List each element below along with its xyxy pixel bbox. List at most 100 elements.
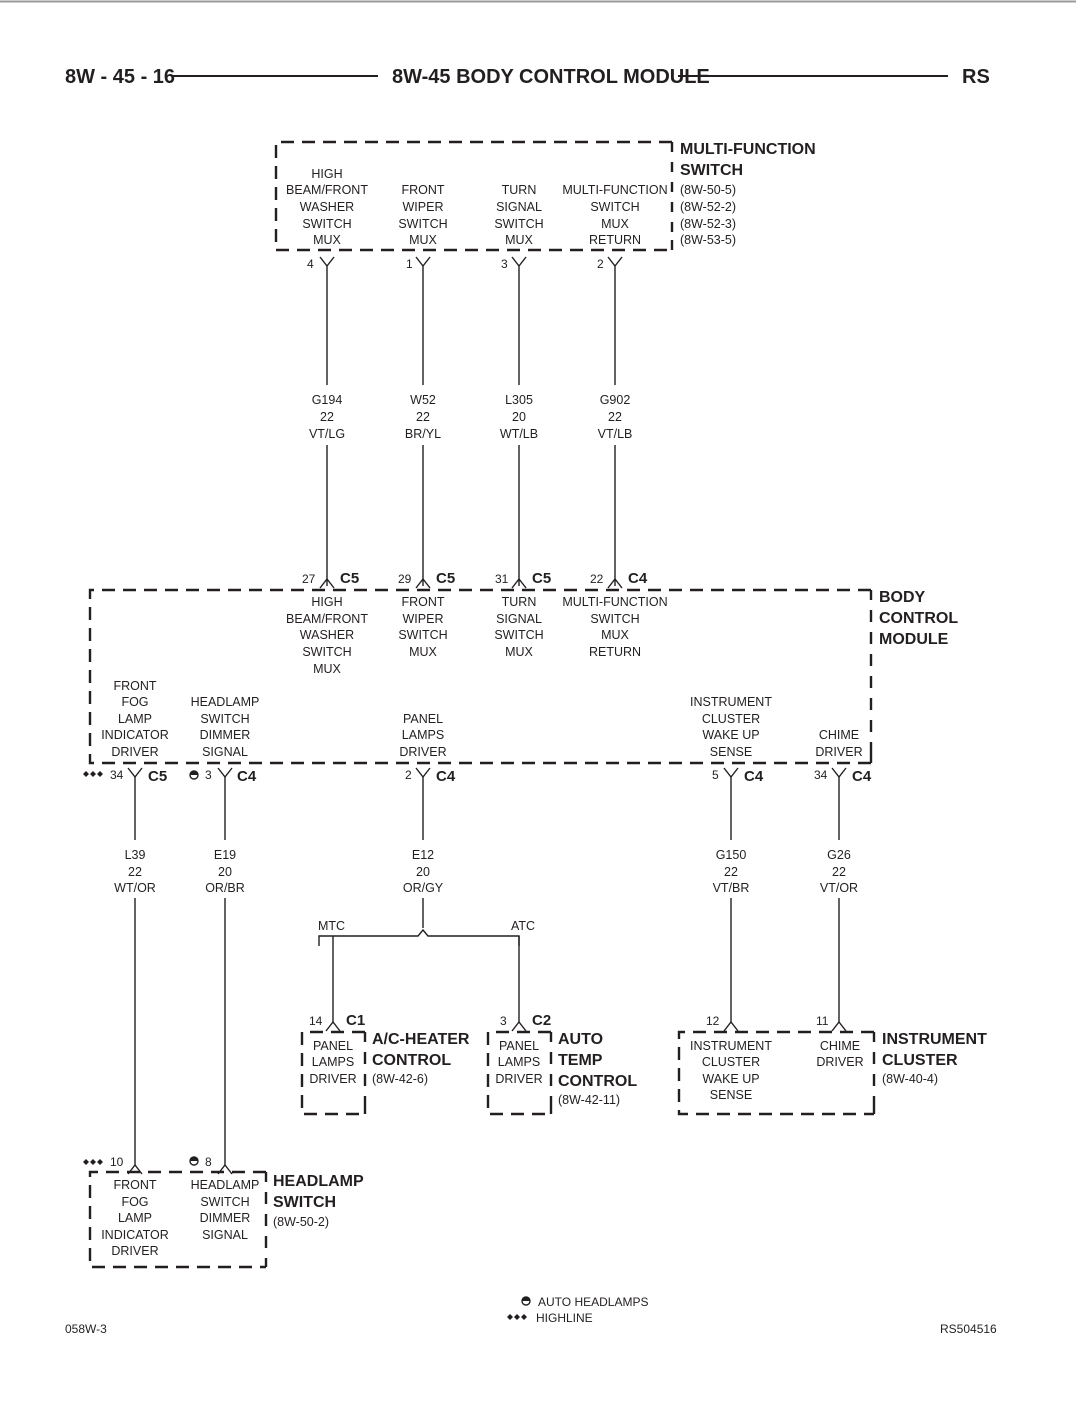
- splice-label-mtc: MTC: [318, 919, 345, 933]
- ic-func-11-1: CHIME: [820, 1039, 860, 1053]
- wire-g26-circuit: G26: [827, 848, 851, 862]
- bcm-top-pin-29: 29: [398, 572, 412, 586]
- bcm-bot-func-ic-4: SENSE: [710, 745, 752, 759]
- ic-pin-12: 12: [706, 1014, 720, 1028]
- wire-g902-circuit: G902: [600, 393, 631, 407]
- bcm-name-line-2: CONTROL: [879, 610, 958, 627]
- hs-name-line-1: HEADLAMP: [273, 1173, 364, 1190]
- bcm-bot-func-ic-3: WAKE UP: [702, 728, 759, 742]
- wire-g150-gauge: 22: [724, 865, 738, 879]
- bcm-top-func-27-1: HIGH: [311, 595, 342, 609]
- splice-label-atc: ATC: [511, 919, 535, 933]
- atc-name-line-3: CONTROL: [558, 1073, 637, 1090]
- bcm-bot-func-chime-1: CHIME: [819, 728, 859, 742]
- hs-func-10-1: FRONT: [113, 1178, 156, 1192]
- bcm-bot-func-panel-2: LAMPS: [402, 728, 444, 742]
- upper-wires: G194 22 VT/LG W52 22 BR/YL L305 20 WT/LB…: [309, 256, 632, 586]
- bcm-top-func-22-1: MULTI-FUNCTION: [562, 595, 667, 609]
- bcm-top-conn-c5-b: C5: [436, 570, 455, 587]
- mfs-pin4-func-1: HIGH: [311, 167, 342, 181]
- bcm-top-func-31-4: MUX: [505, 645, 533, 659]
- mfs-pin2-func-2: SWITCH: [590, 200, 639, 214]
- bcm-top-func-29-3: SWITCH: [398, 628, 447, 642]
- bcm-bot-conn-c4-d: C4: [852, 768, 872, 785]
- wire-g194-color: VT/LG: [309, 427, 345, 441]
- wire-l39-color: WT/OR: [114, 881, 156, 895]
- bcm-bot-func-fog-1: FRONT: [113, 679, 156, 693]
- bcm-top-conn-c4: C4: [628, 570, 648, 587]
- wire-g902-gauge: 22: [608, 410, 622, 424]
- ach-func-3: DRIVER: [309, 1072, 356, 1086]
- wire-e12-gauge: 20: [416, 865, 430, 879]
- mfs-pin3-func-4: MUX: [505, 233, 533, 247]
- bcm-bot-pin-2: 2: [405, 768, 412, 782]
- bcm-top-func-27-5: MUX: [313, 662, 341, 676]
- bcm-top-func-27-2: BEAM/FRONT: [286, 612, 368, 626]
- bcm-bot-conn-c4-c: C4: [744, 768, 764, 785]
- bcm-top-func-31-1: TURN: [502, 595, 537, 609]
- headlamp-switch: 10 8 FRONT FOG LAMP INDICATOR DRIVER HEA…: [83, 1155, 364, 1269]
- wire-g194-gauge: 22: [320, 410, 334, 424]
- ic-func-12-1: INSTRUMENT: [690, 1039, 772, 1053]
- bcm-bot-func-fog-5: DRIVER: [111, 745, 158, 759]
- multi-function-switch: MULTI-FUNCTION SWITCH (8W-50-5) (8W-52-2…: [274, 140, 816, 271]
- bcm-name-line-3: MODULE: [879, 631, 949, 648]
- hs-func-8-1: HEADLAMP: [191, 1178, 260, 1192]
- wire-g150-circuit: G150: [716, 848, 747, 862]
- highline-marker-icon: [83, 771, 103, 777]
- highline-marker-icon: [83, 1159, 103, 1165]
- bcm-top-pin-31: 31: [495, 572, 509, 586]
- page-header: 8W - 45 - 16 8W-45 BODY CONTROL MODULE R…: [65, 66, 990, 88]
- wire-g150-color: VT/BR: [713, 881, 750, 895]
- page-number: 8W - 45 - 16: [65, 66, 175, 88]
- auto-headlamps-legend-icon: [521, 1296, 531, 1306]
- ic-ref: (8W-40-4): [882, 1072, 938, 1086]
- bcm-bot-func-ic-1: INSTRUMENT: [690, 695, 772, 709]
- ach-pin-14: 14: [309, 1014, 323, 1028]
- ac-heater-control: 14 C1 PANEL LAMPS DRIVER A/C-HEATER CONT…: [300, 1012, 470, 1116]
- ic-func-12-3: WAKE UP: [702, 1072, 759, 1086]
- mfs-ref-4: (8W-53-5): [680, 233, 736, 247]
- wire-e19-gauge: 20: [218, 865, 232, 879]
- mfs-pin2-func-1: MULTI-FUNCTION: [562, 183, 667, 197]
- wire-e12-color: OR/GY: [403, 881, 444, 895]
- wire-e19-color: OR/BR: [205, 881, 245, 895]
- auto-temp-control: 3 C2 PANEL LAMPS DRIVER AUTO TEMP CONTRO…: [486, 1012, 637, 1116]
- bcm-bot-func-hl-1: HEADLAMP: [191, 695, 260, 709]
- page-title: 8W-45 BODY CONTROL MODULE: [392, 66, 710, 88]
- bcm-bot-func-ic-2: CLUSTER: [702, 712, 760, 726]
- mfs-pin3-func-3: SWITCH: [494, 217, 543, 231]
- ic-pin-11: 11: [816, 1014, 829, 1028]
- ach-conn-c1: C1: [346, 1012, 365, 1029]
- wire-w52-gauge: 22: [416, 410, 430, 424]
- wire-l305-gauge: 20: [512, 410, 526, 424]
- hs-pin-10: 10: [110, 1155, 124, 1169]
- atc-func-1: PANEL: [499, 1039, 539, 1053]
- bcm-bot-func-panel-1: PANEL: [403, 712, 443, 726]
- bcm-top-func-22-4: RETURN: [589, 645, 641, 659]
- mfs-pin2-func-4: RETURN: [589, 233, 641, 247]
- hs-func-8-4: SIGNAL: [202, 1228, 248, 1242]
- ic-func-12-4: SENSE: [710, 1088, 752, 1102]
- wire-l305-circuit: L305: [505, 393, 533, 407]
- bcm-bot-func-hl-2: SWITCH: [200, 712, 249, 726]
- mfs-pin-1: 1: [406, 257, 413, 271]
- ach-name-line-1: A/C-HEATER: [372, 1031, 470, 1048]
- hs-func-8-3: DIMMER: [200, 1211, 251, 1225]
- hs-func-10-3: LAMP: [118, 1211, 152, 1225]
- bcm-bot-conn-c4-b: C4: [436, 768, 456, 785]
- page-footer: AUTO HEADLAMPS HIGHLINE 058W-3 RS504516: [65, 1295, 997, 1336]
- bcm-bot-func-fog-4: INDICATOR: [101, 728, 169, 742]
- mfs-pin2-func-3: MUX: [601, 217, 629, 231]
- bcm-bot-func-chime-2: DRIVER: [815, 745, 862, 759]
- atc-func-2: LAMPS: [498, 1055, 540, 1069]
- mfs-ref-2: (8W-52-2): [680, 200, 736, 214]
- atc-func-3: DRIVER: [495, 1072, 542, 1086]
- bcm-top-pin-27: 27: [302, 572, 316, 586]
- mfs-ref-1: (8W-50-5): [680, 183, 736, 197]
- hs-func-10-5: DRIVER: [111, 1244, 158, 1258]
- wire-g26-gauge: 22: [832, 865, 846, 879]
- bcm-top-conn-c5-a: C5: [340, 570, 359, 587]
- bcm-top-pin-22: 22: [590, 572, 604, 586]
